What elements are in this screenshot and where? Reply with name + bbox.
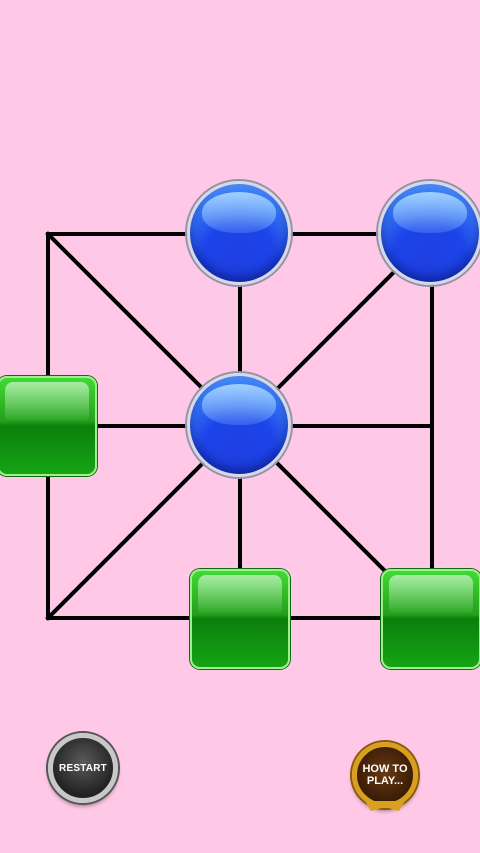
blue-piece-top-right[interactable] xyxy=(378,181,480,285)
green-piece-bottom-middle[interactable] xyxy=(190,569,290,669)
green-piece-bottom-right[interactable] xyxy=(381,569,480,669)
restart-label: RESTART xyxy=(59,762,107,774)
how-to-play-label: HOW TO PLAY... xyxy=(362,763,408,787)
blue-piece-center[interactable] xyxy=(187,373,291,477)
blue-piece-top-middle[interactable] xyxy=(187,181,291,285)
ribbon-icon xyxy=(365,801,405,811)
how-to-play-button[interactable]: HOW TO PLAY... xyxy=(352,742,418,811)
restart-button[interactable]: RESTART xyxy=(48,733,118,803)
green-piece-middle-left[interactable] xyxy=(0,376,97,476)
